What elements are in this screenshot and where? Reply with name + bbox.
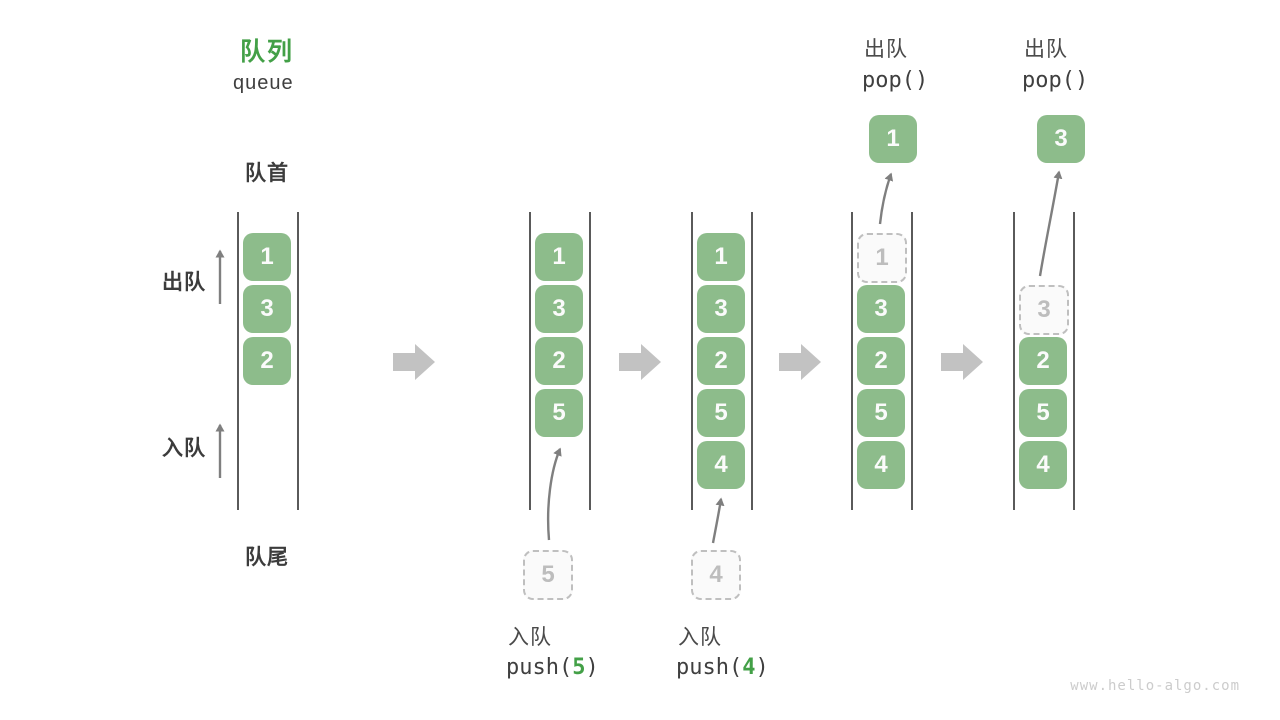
diagram-title-en: queue <box>233 72 294 94</box>
dequeue-op-code: pop() <box>1022 68 1089 93</box>
dequeue-op-code: pop() <box>862 68 929 93</box>
code-arg: 5 <box>572 655 586 680</box>
queue-wall <box>589 212 591 510</box>
code-arg: 4 <box>742 655 756 680</box>
dequeue-op-label: 出队 <box>864 38 908 61</box>
queue-element: 3 <box>535 285 583 333</box>
removed-element: 1 <box>857 233 907 283</box>
popped-element: 1 <box>869 115 917 163</box>
queue-wall <box>751 212 753 510</box>
diagram-title-zh: 队列 <box>240 38 295 66</box>
queue-element: 5 <box>697 389 745 437</box>
queue-element: 2 <box>1019 337 1067 385</box>
queue-element: 1 <box>243 233 291 281</box>
queue-element: 5 <box>857 389 905 437</box>
code-text: ) <box>755 655 769 680</box>
queue-element: 4 <box>1019 441 1067 489</box>
transition-arrow-4 <box>941 344 983 380</box>
queue-element: 2 <box>697 337 745 385</box>
enqueue-op-code: push(4) <box>676 655 769 680</box>
dequeue-side-label: 出队 <box>162 271 206 294</box>
code-text: push( <box>506 655 573 680</box>
queue-element: 3 <box>697 285 745 333</box>
transition-arrow-1 <box>393 344 435 380</box>
queue-wall <box>529 212 531 510</box>
queue-rear-label: 队尾 <box>245 546 289 569</box>
queue-wall <box>237 212 239 510</box>
queue-wall <box>851 212 853 510</box>
queue-element: 5 <box>1019 389 1067 437</box>
queue-element: 3 <box>243 285 291 333</box>
queue-element: 4 <box>857 441 905 489</box>
queue-front-label: 队首 <box>245 162 289 185</box>
queue-wall <box>1013 212 1015 510</box>
enqueue-op-label: 入队 <box>678 626 722 649</box>
transition-arrow-3 <box>779 344 821 380</box>
push4-arrow <box>711 497 725 544</box>
enqueue-op-label: 入队 <box>508 626 552 649</box>
queue-element: 2 <box>535 337 583 385</box>
dequeue-op-label: 出队 <box>1024 38 1068 61</box>
push5-arrow <box>546 447 562 541</box>
queue-element: 2 <box>857 337 905 385</box>
queue-wall <box>911 212 913 510</box>
incoming-element: 5 <box>523 550 573 600</box>
pop1-arrow <box>878 172 894 225</box>
code-text: push( <box>676 655 743 680</box>
watermark: www.hello-algo.com <box>1070 678 1240 694</box>
removed-element: 3 <box>1019 285 1069 335</box>
queue-element: 1 <box>697 233 745 281</box>
pop3-arrow <box>1038 170 1063 277</box>
popped-element: 3 <box>1037 115 1085 163</box>
transition-arrow-2 <box>619 344 661 380</box>
queue-element: 2 <box>243 337 291 385</box>
queue-wall <box>691 212 693 510</box>
queue-wall <box>297 212 299 510</box>
enqueue-side-label: 入队 <box>162 437 206 460</box>
queue-element: 1 <box>535 233 583 281</box>
enqueue-op-code: push(5) <box>506 655 599 680</box>
queue-element: 4 <box>697 441 745 489</box>
code-text: ) <box>585 655 599 680</box>
queue-element: 5 <box>535 389 583 437</box>
incoming-element: 4 <box>691 550 741 600</box>
queue-element: 3 <box>857 285 905 333</box>
queue-wall <box>1073 212 1075 510</box>
